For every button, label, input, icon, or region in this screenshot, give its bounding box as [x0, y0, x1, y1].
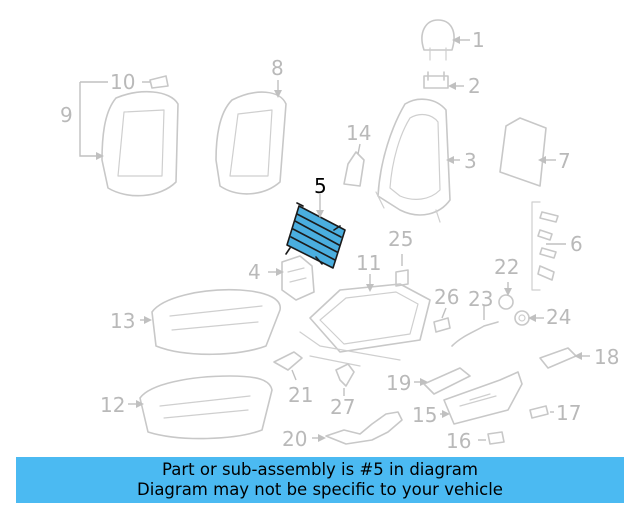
callout-27: 27	[330, 395, 355, 419]
callout-18: 18	[594, 345, 619, 369]
callout-13: 13	[110, 309, 135, 333]
callout-12: 12	[100, 393, 125, 417]
leader-lines	[79, 36, 590, 442]
part-4-bracket	[281, 255, 315, 301]
callout-21: 21	[288, 383, 313, 407]
callout-25: 25	[388, 227, 413, 251]
info-banner: Part or sub-assembly is #5 in diagram Di…	[16, 457, 624, 503]
callout-24: 24	[546, 305, 571, 329]
part-25-block	[395, 269, 409, 287]
part-26-clip	[433, 317, 451, 333]
part-1-headrest	[421, 19, 455, 61]
part-11-seat-frame	[299, 283, 431, 367]
part-2-guide	[423, 71, 449, 89]
part-12-cushion-pad	[139, 375, 273, 440]
part-16-cap	[487, 431, 505, 445]
part-24-nut	[514, 310, 530, 326]
part-6-clips	[531, 201, 559, 291]
part-23-wire	[451, 321, 499, 347]
callout-23: 23	[468, 287, 493, 311]
banner-line-2: Diagram may not be specific to your vehi…	[137, 480, 503, 499]
part-15-side-shield	[443, 371, 523, 425]
part-21-lever	[273, 351, 303, 371]
callout-17: 17	[556, 401, 581, 425]
callout-3: 3	[464, 149, 477, 173]
banner-line-1: Part or sub-assembly is #5 in diagram	[162, 460, 478, 479]
part-14-clip	[343, 151, 365, 187]
callout-26: 26	[434, 285, 459, 309]
callout-16: 16	[446, 429, 471, 453]
callout-20: 20	[282, 427, 307, 451]
callout-6: 6	[570, 232, 583, 256]
part-8-back-cover	[215, 91, 287, 195]
part-27-hook	[335, 363, 355, 387]
callout-5: 5	[314, 174, 327, 198]
callout-9: 9	[60, 103, 73, 127]
part-5-lumbar-support	[285, 202, 346, 269]
callout-22: 22	[494, 255, 519, 279]
callout-8: 8	[271, 56, 284, 80]
callout-1: 1	[472, 28, 485, 52]
part-7-board	[499, 117, 547, 187]
part-13-cushion-cover	[151, 288, 281, 356]
part-3-back-frame	[375, 98, 451, 223]
part-17-clip	[529, 405, 549, 419]
callout-4: 4	[248, 260, 261, 284]
part-9-back-assembly	[101, 90, 179, 197]
callout-2: 2	[468, 74, 481, 98]
callout-11: 11	[356, 251, 381, 275]
part-18-knob	[539, 347, 577, 369]
callout-15: 15	[412, 403, 437, 427]
part-19-trim	[423, 367, 471, 395]
callout-14: 14	[346, 121, 371, 145]
callout-19: 19	[386, 371, 411, 395]
callout-10: 10	[110, 70, 135, 94]
part-20-cable	[325, 411, 403, 445]
callout-7: 7	[558, 149, 571, 173]
parts-diagram: 1 2 3 4 5 6 7 8 9 10 11 12 13 14 15 16 1…	[60, 19, 619, 453]
part-10-hook	[149, 75, 169, 89]
part-22-bushing	[498, 294, 514, 310]
